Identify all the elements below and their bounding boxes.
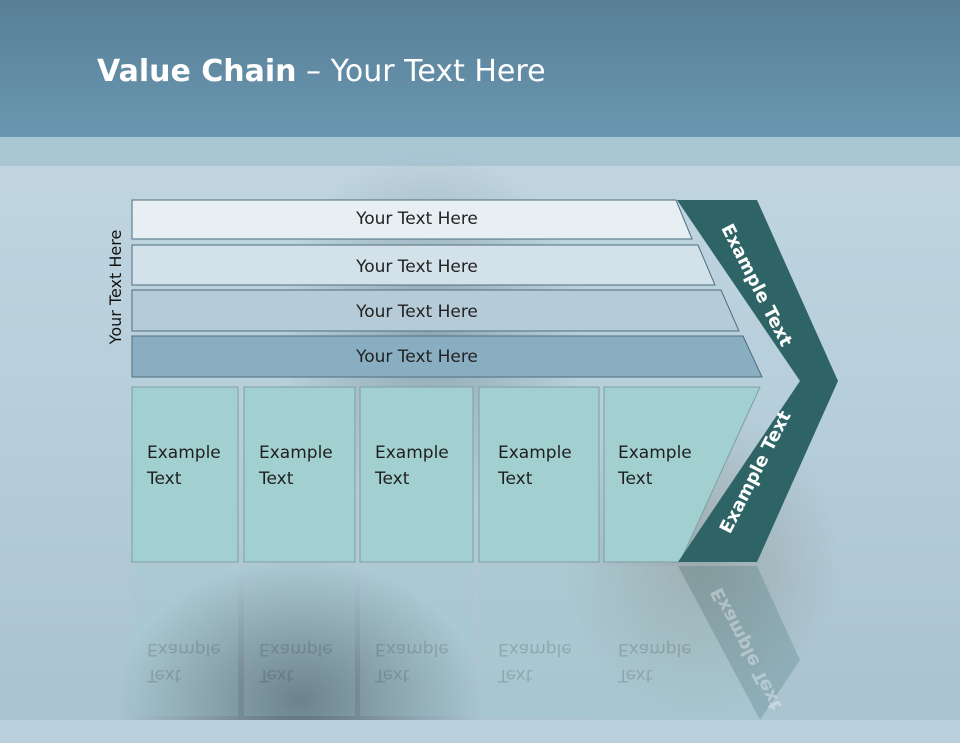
row-bar-3 [131,289,740,332]
value-chain-diagram [131,199,838,720]
chevron-arrow-bottom [678,381,838,562]
title-bold: Value Chain [97,54,297,89]
cell-4 [478,386,600,563]
header-bar [0,0,960,137]
row-label-2: Your Text Here [356,257,478,277]
row-bar-2 [131,244,716,286]
row-label-3: Your Text Here [356,302,478,322]
row-label-4: Your Text Here [356,347,478,367]
row-bar-4 [131,335,763,378]
cell-1 [131,386,239,563]
chevron-arrow-top [677,200,838,381]
row-bar-1 [131,199,693,240]
title-rest: – Your Text Here [296,54,546,89]
reflection [132,566,800,720]
cell-2 [243,386,356,563]
cell-3 [359,386,474,563]
header-band [0,137,960,166]
slide-title: Value Chain – Your Text Here [97,54,546,89]
row-label-1: Your Text Here [356,209,478,229]
